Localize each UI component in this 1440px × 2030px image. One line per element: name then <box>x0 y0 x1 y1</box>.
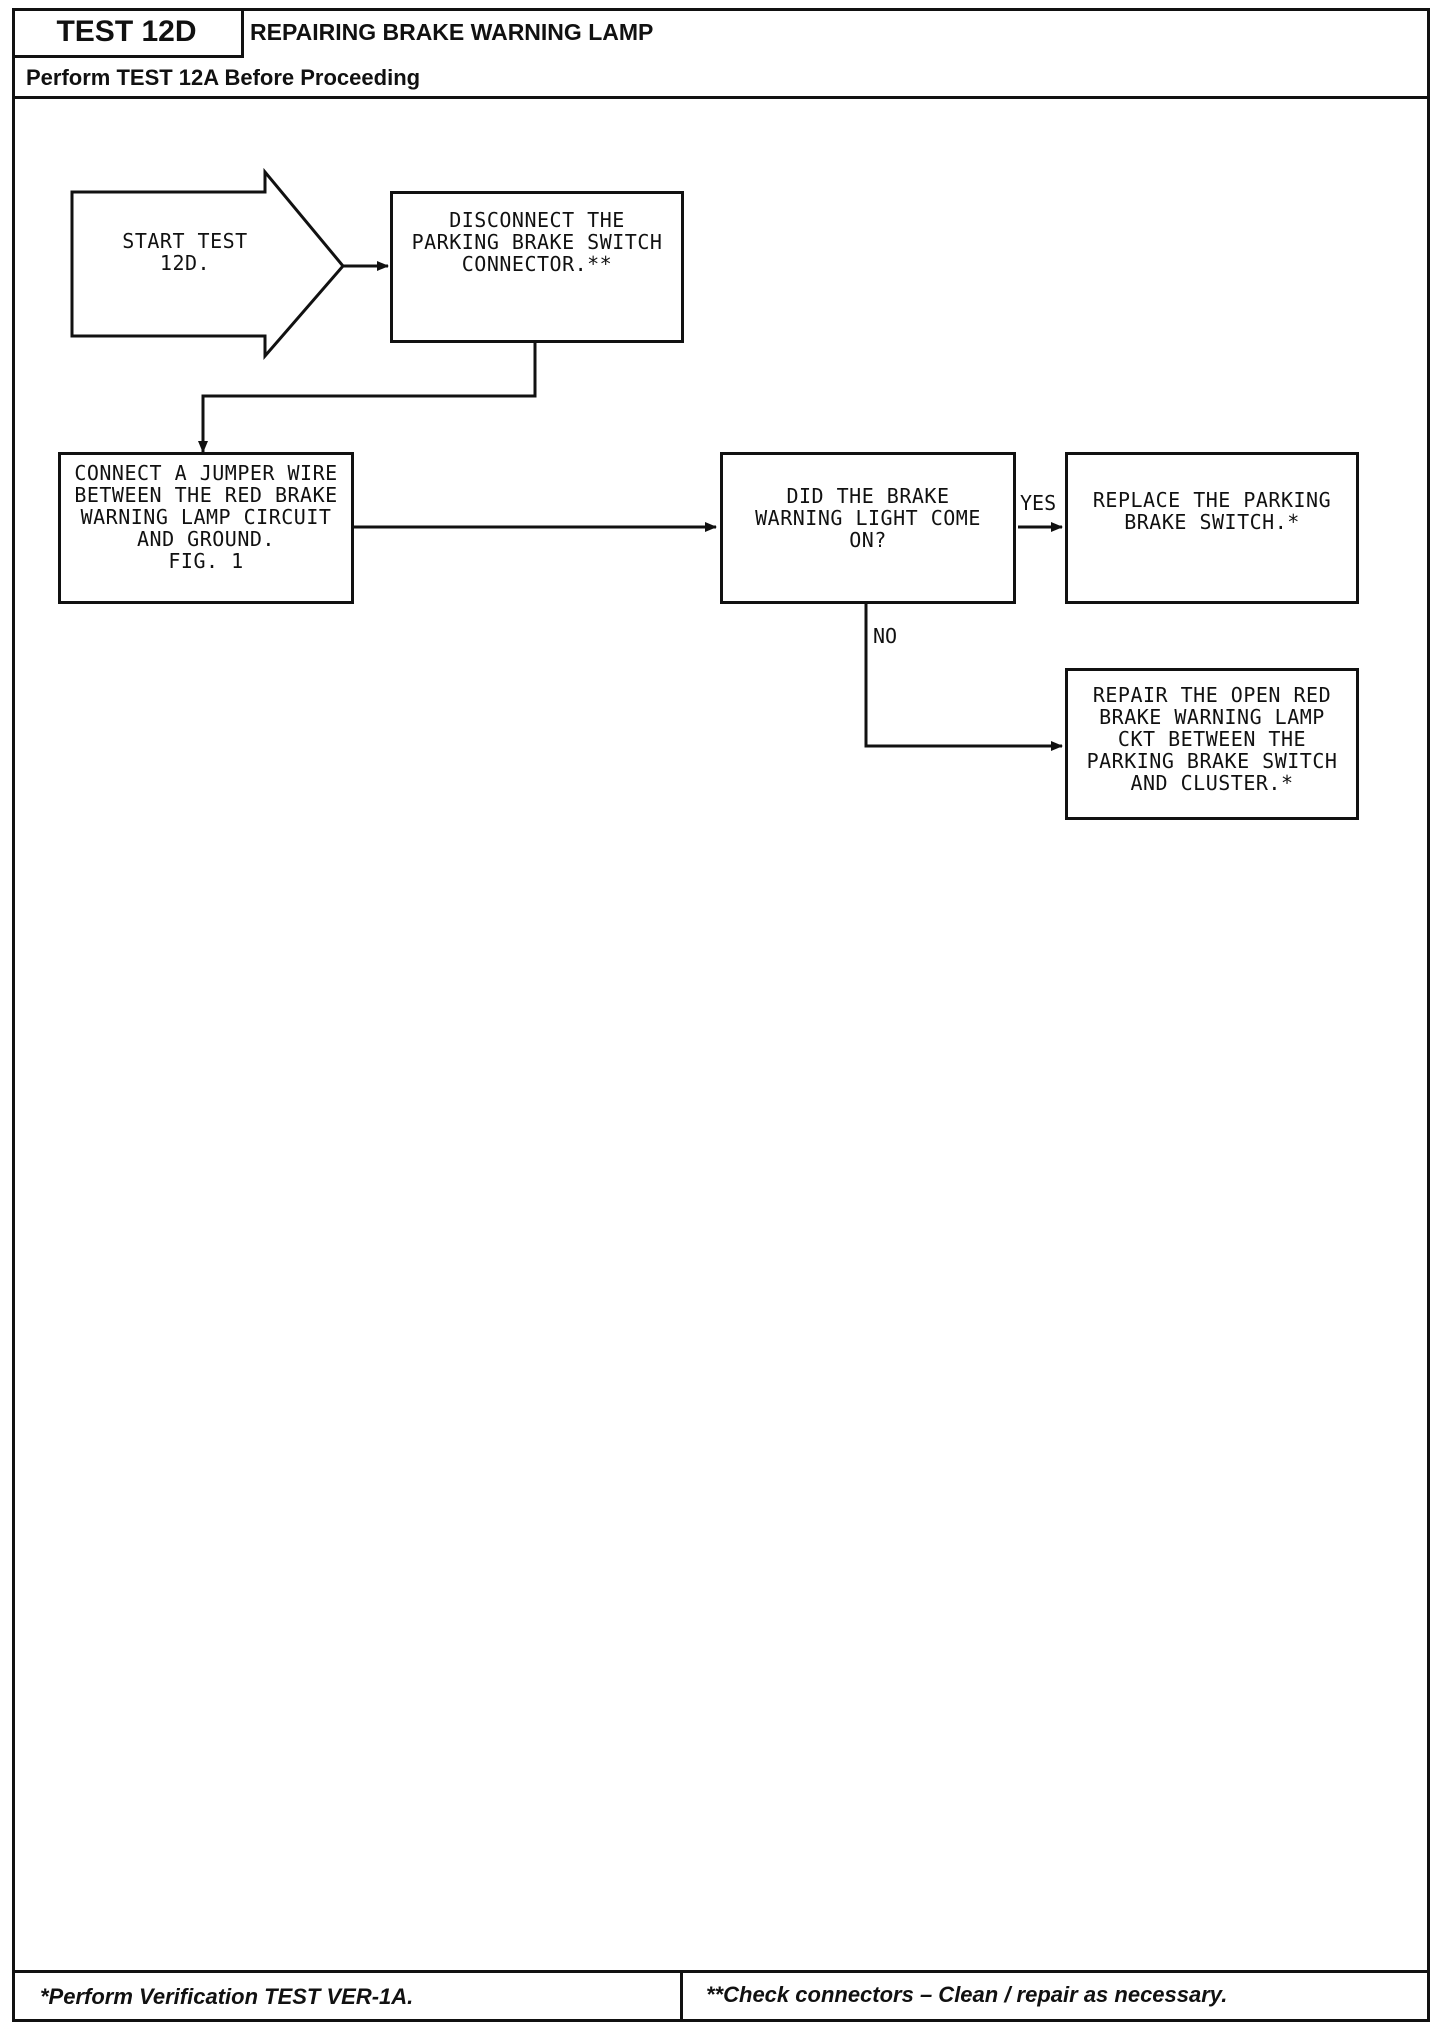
disconnect-text: DISCONNECT THE PARKING BRAKE SWITCH CONN… <box>411 208 663 276</box>
question-box: DID THE BRAKE WARNING LIGHT COME ON? <box>720 452 1016 604</box>
footer-note-connectors: **Check connectors – Clean / repair as n… <box>706 1982 1228 2007</box>
replace-switch-text: REPLACE THE PARKING BRAKE SWITCH.* <box>1092 487 1332 534</box>
disconnect-connector-box: DISCONNECT THE PARKING BRAKE SWITCH CONN… <box>390 191 684 343</box>
no-label: NO <box>873 624 898 648</box>
page-title: REPAIRING BRAKE WARNING LAMP <box>250 19 654 45</box>
connect-jumper-text: CONNECT A JUMPER WIRE BETWEEN THE RED BR… <box>74 461 338 573</box>
replace-switch-box: REPLACE THE PARKING BRAKE SWITCH.* <box>1065 452 1359 604</box>
connector-disconnect-to-jumper <box>198 342 537 453</box>
start-arrow-shape <box>70 167 345 361</box>
question-text: DID THE BRAKE WARNING LIGHT COME ON? <box>755 484 981 552</box>
test-id: TEST 12D <box>12 8 244 58</box>
connector-no <box>864 602 1063 751</box>
repair-circuit-text: REPAIR THE OPEN RED BRAKE WARNING LAMP C… <box>1086 683 1338 795</box>
connect-jumper-box: CONNECT A JUMPER WIRE BETWEEN THE RED BR… <box>58 452 354 604</box>
footer-bar <box>12 1970 1430 2022</box>
start-label: START TEST 12D. <box>122 229 248 275</box>
footer-divider <box>680 1970 683 2022</box>
footer-note-verification: *Perform Verification TEST VER-1A. <box>40 1984 414 2009</box>
header-divider <box>12 58 1430 99</box>
prerequisite-note: Perform TEST 12A Before Proceeding <box>26 65 421 90</box>
repair-circuit-box: REPAIR THE OPEN RED BRAKE WARNING LAMP C… <box>1065 668 1359 820</box>
page-frame <box>12 8 1430 2022</box>
yes-label: YES <box>1020 491 1057 515</box>
